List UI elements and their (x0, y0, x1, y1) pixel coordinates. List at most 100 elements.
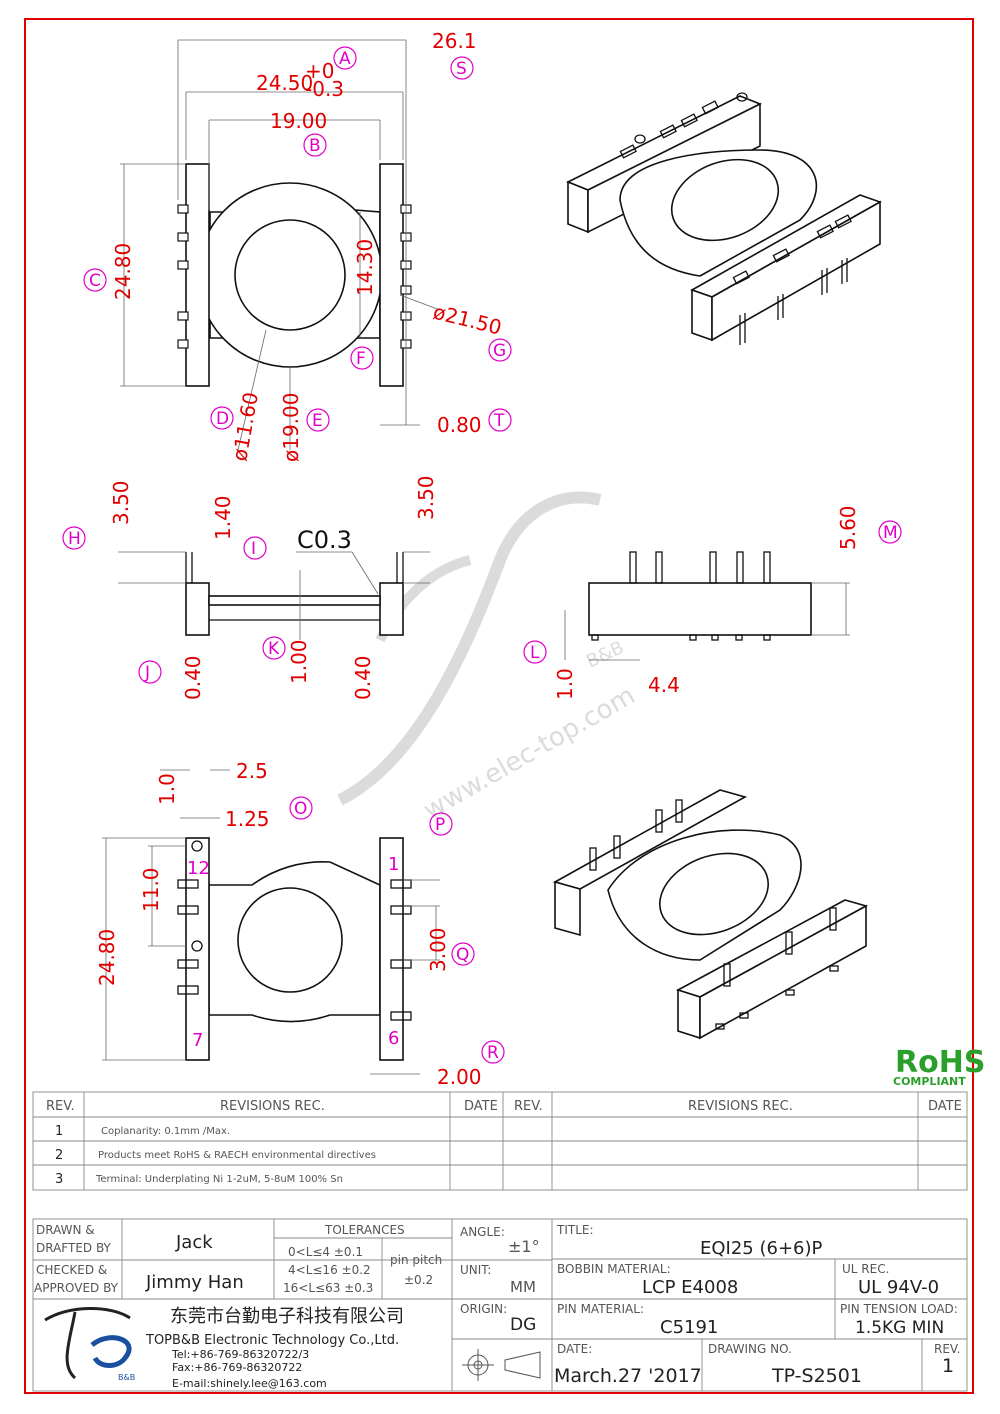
dim-overall-width: 26.1 (432, 29, 477, 53)
watermark-site: www.elec-top.com (419, 681, 641, 826)
dim-pin-pitch-side: 4.4 (648, 673, 680, 697)
sheet-frame (24, 18, 974, 1394)
callout-H: H (62, 526, 86, 550)
pin-label-6: 6 (388, 1028, 399, 1049)
unit-value: MM (510, 1278, 536, 1296)
svg-text:L: L (530, 643, 540, 663)
dim-btm-width: 2.00 (437, 1065, 482, 1089)
dim-side-h-right: 3.50 (414, 475, 438, 520)
callout-B: B (303, 133, 327, 157)
company-email: E-mail:shinely.lee@163.com (172, 1377, 327, 1390)
svg-text:B: B (309, 136, 321, 156)
top-view: 26.1 24.50 +0 -0.3 19.00 24.80 14.30 ø21… (83, 29, 512, 463)
callout-I: I (243, 536, 267, 560)
svg-text:O: O (294, 799, 307, 819)
watermark: B&B www.elec-top.com (337, 491, 641, 826)
ul-value: UL 94V-0 (858, 1277, 939, 1298)
rev-header-date2: DATE (928, 1099, 962, 1114)
pin-label-7: 7 (192, 1030, 203, 1051)
dim-inner-height: 14.30 (353, 239, 377, 296)
bobbin-value: LCP E4008 (642, 1277, 738, 1298)
svg-text:J: J (144, 663, 150, 683)
dim-base-right: 0.40 (351, 655, 375, 700)
callout-O: O (289, 796, 313, 820)
title-value: EQI25 (6+6)P (700, 1238, 823, 1259)
tolerance-2: 4<L≤16 ±0.2 (288, 1263, 371, 1277)
rev-row-3-text: Terminal: Underplating Ni 1-2uM, 5-8uM 1… (95, 1174, 343, 1185)
svg-text:D: D (216, 409, 229, 429)
callout-P: P (429, 812, 453, 836)
pin-pitch-value: ±0.2 (404, 1273, 433, 1287)
callout-J: J (138, 660, 162, 684)
dim-width-tol-upper: +0 (305, 59, 334, 83)
side-view-left: 3.50 1.40 C0.3 3.50 0.40 1.00 0.40 H I J… (62, 475, 438, 700)
iso-view-top (566, 92, 882, 345)
svg-text:C: C (89, 271, 101, 291)
rev-row-2-text: Products meet RoHS & RAECH environmental… (98, 1150, 376, 1161)
date-label: DATE: (557, 1342, 592, 1356)
callout-Q: Q (451, 942, 475, 966)
svg-text:R: R (487, 1043, 499, 1063)
dim-base-left: 0.40 (181, 655, 205, 700)
company-tel: Tel:+86-769-86320722/3 (171, 1348, 309, 1361)
tension-value: 1.5KG MIN (855, 1318, 944, 1338)
callout-G: G (488, 338, 512, 362)
rev-header-rec2: REVISIONS REC. (688, 1099, 793, 1114)
dim-wall: 0.80 (437, 413, 482, 437)
callout-F: F (350, 346, 374, 370)
company-name-cn: 东莞市台勤电子科技有限公司 (170, 1306, 404, 1327)
checked-value: Jimmy Han (145, 1272, 244, 1293)
svg-text:S: S (456, 59, 467, 79)
dim-diameter-outer: ø21.50 (431, 300, 504, 340)
drawn-label-1: DRAWN & (36, 1223, 95, 1237)
rev-value: 1 (942, 1355, 954, 1377)
title-block: DRAWN & DRAFTED BY Jack CHECKED & APPROV… (32, 1218, 968, 1392)
dim-btm-top: 1.0 (155, 773, 179, 805)
revision-table: REV. REVISIONS REC. DATE REV. REVISIONS … (32, 1091, 968, 1191)
side-view-right: 5.60 1.0 4.4 M L (523, 505, 902, 700)
drawing-value: TP-S2501 (771, 1365, 862, 1387)
origin-value: DG (510, 1315, 536, 1335)
watermark-logo-swoosh (337, 491, 602, 806)
svg-text:I: I (251, 539, 256, 559)
dim-chamfer: C0.3 (297, 526, 352, 554)
angle-label: ANGLE: (460, 1225, 505, 1239)
checked-label-1: CHECKED & (36, 1263, 107, 1277)
iso-view-bottom (552, 789, 869, 1040)
dim-side-thk: 1.40 (211, 495, 235, 540)
rev-row-1-text: Coplanarity: 0.1mm /Max. (101, 1126, 230, 1137)
projection-symbol-icon (462, 1349, 541, 1381)
company-logo-text: B&B (118, 1373, 135, 1382)
pin-pitch-label: pin pitch (390, 1253, 442, 1267)
rev-header-date: DATE (464, 1099, 498, 1114)
tolerance-3: 16<L≤63 ±0.3 (283, 1281, 373, 1295)
callout-T: T (488, 408, 512, 432)
callout-A: A (333, 46, 357, 70)
tolerance-1: 0<L≤4 ±0.1 (288, 1245, 363, 1259)
drawing-label: DRAWING NO. (708, 1342, 792, 1356)
svg-text:P: P (435, 815, 445, 835)
callout-E: E (306, 408, 330, 432)
svg-text:F: F (356, 349, 366, 369)
rev-row-2-num: 2 (55, 1148, 63, 1163)
watermark-brand: B&B (583, 637, 627, 672)
svg-text:T: T (493, 411, 505, 431)
tension-label: PIN TENSION LOAD: (840, 1302, 958, 1316)
svg-text:M: M (883, 523, 898, 543)
drawn-label-2: DRAFTED BY (36, 1241, 112, 1255)
rev-label: REV. (934, 1342, 960, 1356)
date-value: March.27 '2017 (554, 1365, 702, 1387)
tolerances-label: TOLERANCES (324, 1223, 405, 1237)
ul-label: UL REC. (842, 1262, 889, 1276)
rev-header-rev: REV. (46, 1099, 75, 1114)
bobbin-label: BOBBIN MATERIAL: (557, 1262, 671, 1276)
callout-R: R (481, 1040, 505, 1064)
dim-pin-len: 1.0 (553, 668, 577, 700)
company-name-en: TOPB&B Electronic Technology Co.,Ltd. (145, 1333, 399, 1348)
dim-btm-off1: 2.5 (236, 759, 268, 783)
dim-btm-off2: 1.25 (225, 807, 270, 831)
rohs-title: RoHS (895, 1045, 985, 1080)
drawn-value: Jack (175, 1232, 213, 1253)
dim-diameter-inner: ø11.60 (227, 390, 263, 463)
